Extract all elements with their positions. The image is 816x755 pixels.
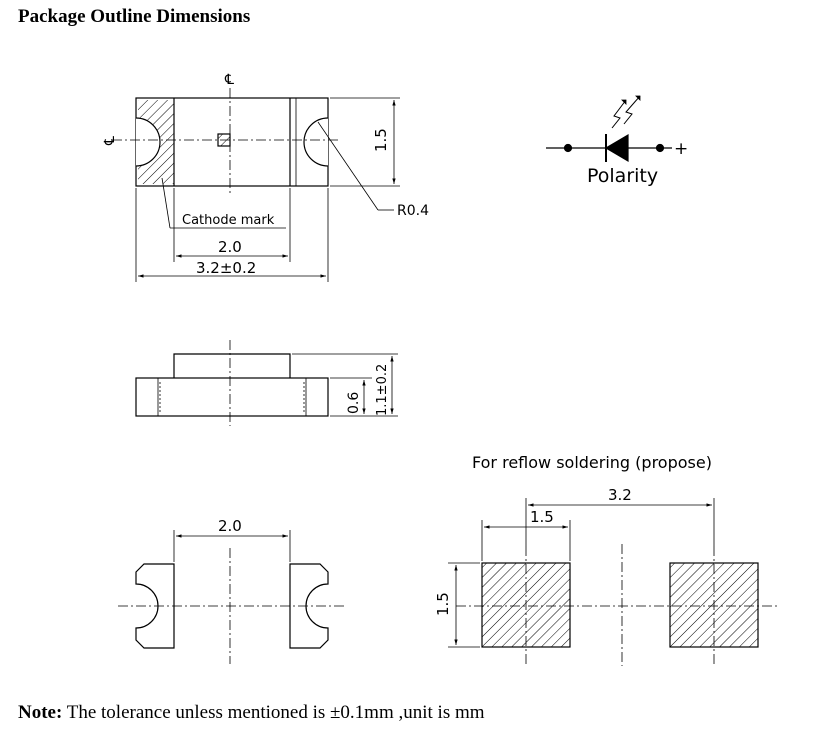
side-view	[135, 340, 398, 426]
dim-side-1-1: 1.1±0.2	[375, 364, 390, 416]
dim-reflow-1-5-height: 1.5	[434, 592, 452, 616]
note-text: The tolerance unless mentioned is ±0.1mm…	[62, 702, 485, 723]
bottom-view	[118, 530, 344, 664]
left-castellation	[135, 117, 161, 167]
dim-top-3-2: 3.2±0.2	[196, 259, 256, 277]
dim-bottom-2-0: 2.0	[218, 517, 242, 535]
polarity-symbol	[546, 95, 672, 163]
dim-side-0-6: 0.6	[346, 392, 362, 414]
right-castellation	[303, 117, 329, 167]
polarity-label: Polarity	[587, 165, 658, 187]
dim-top-1-5: 1.5	[372, 128, 390, 152]
page-title: Package Outline Dimensions	[18, 6, 251, 27]
reflow-title: For reflow soldering (propose)	[472, 453, 712, 472]
radius-label: R0.4	[397, 203, 429, 219]
tolerance-note: Note: The tolerance unless mentioned is …	[18, 702, 485, 724]
centerline-symbol-left: ℄	[102, 136, 118, 146]
reflow-pads	[448, 498, 780, 666]
note-prefix: Note:	[18, 702, 63, 723]
polarity-plus: +	[674, 139, 688, 159]
cathode-mark-label: Cathode mark	[182, 213, 275, 228]
diode-triangle-icon	[604, 133, 629, 163]
dim-reflow-3-2: 3.2	[608, 486, 632, 504]
top-view	[112, 88, 400, 282]
dim-reflow-1-5-width: 1.5	[530, 508, 554, 526]
dim-top-2-0: 2.0	[218, 238, 242, 256]
centerline-symbol-top: ℄	[224, 72, 234, 88]
